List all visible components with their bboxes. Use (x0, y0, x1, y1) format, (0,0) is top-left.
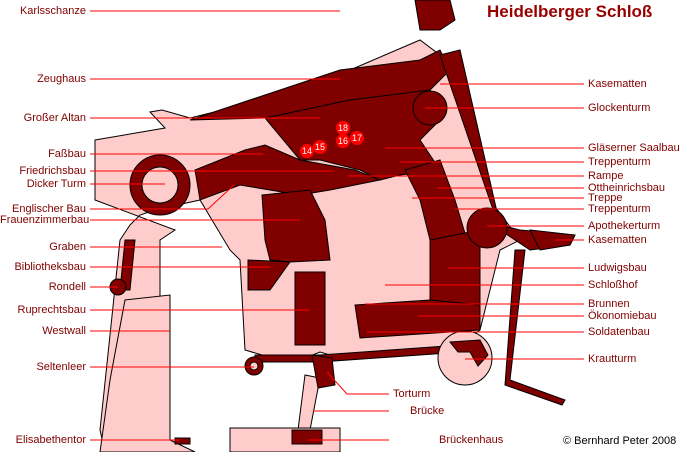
label-gläserner-saalbau: Gläserner Saalbau (588, 142, 679, 154)
diagram-title: Heidelberger Schloß (487, 2, 653, 21)
leader-line (326, 371, 348, 395)
label-brunnen: Brunnen (588, 298, 630, 310)
marker-18 (336, 121, 350, 135)
label-kasematten: Kasematten (588, 234, 647, 246)
label-krautturm: Krautturm (588, 353, 637, 365)
label-elisabethentor: Elisabethentor (15, 434, 86, 446)
marker-14 (300, 144, 314, 158)
brueckenhaus (291, 429, 323, 445)
label-dicker-turm: Dicker Turm (26, 178, 86, 190)
label-westwall: Westwall (42, 325, 86, 337)
label-brücke: Brücke (410, 405, 445, 417)
leader-lines (90, 10, 584, 441)
label-treppe: Treppe (588, 192, 623, 204)
label-ottheinrichsbau: Ottheinrichsbau (588, 182, 666, 194)
label-karlsschanze: Karlsschanze (19, 5, 86, 17)
label-soldatenbau: Soldatenbau (588, 326, 650, 338)
karlsschanze (414, 0, 456, 31)
label-bibliotheksbau: Bibliotheksbau (14, 261, 86, 273)
label-faßbau: Faßbau (48, 148, 86, 160)
east-wall (504, 249, 566, 406)
label-glockenturm: Glockenturm (588, 102, 651, 114)
oekonomiebau (354, 299, 481, 339)
marker-number: 17 (352, 133, 362, 143)
ruprechtsbau (294, 271, 326, 346)
label-schloßhof: Schloßhof (588, 279, 638, 291)
seltenleer-inner (249, 361, 259, 371)
label-zeughaus: Zeughaus (37, 73, 86, 85)
label-englischer-bau: Englischer Bau (12, 203, 86, 215)
label-apothekerturm: Apothekerturm (588, 220, 661, 232)
marker-number: 16 (338, 136, 348, 146)
frauenzimmerbau (261, 189, 331, 263)
leader-line (207, 184, 235, 210)
label-treppenturm: Treppenturm (588, 203, 651, 215)
torturm (311, 354, 336, 389)
label-treppenturm: Treppenturm (588, 156, 651, 168)
marker-number: 14 (302, 146, 312, 156)
label-torturm: Torturm (393, 388, 431, 400)
apothekerturm (466, 207, 508, 249)
label-rondell: Rondell (48, 281, 86, 293)
marker-number: 15 (315, 142, 325, 152)
elisabethentor (174, 437, 191, 445)
marker-17 (350, 131, 364, 145)
fassbau-friedrichsbau (194, 144, 382, 201)
marker-16 (336, 134, 350, 148)
label-brückenhaus: Brückenhaus (439, 434, 504, 446)
label-ruprechtsbau: Ruprechtsbau (17, 304, 87, 316)
kasematten-se (529, 229, 576, 251)
label-großer-altan: Großer Altan (23, 112, 86, 124)
label-graben: Graben (49, 241, 86, 253)
label-rampe: Rampe (588, 170, 624, 182)
dicker-turm-inner (141, 166, 179, 204)
copyright: © Bernhard Peter 2008 (563, 435, 677, 447)
label-kasematten: Kasematten (588, 78, 647, 90)
label-seltenleer: Seltenleer (36, 361, 86, 373)
marker-15 (313, 140, 327, 154)
ground-lower (99, 294, 196, 452)
marker-number: 18 (338, 123, 348, 133)
west-wall (119, 239, 136, 291)
label-friedrichsbau: Friedrichsbau (19, 165, 86, 177)
label-frauenzimmerbau: Frauenzimmerbau (0, 214, 90, 226)
label-ökonomiebau: Ökonomiebau (588, 310, 657, 322)
label-ludwigsbau: Ludwigsbau (588, 262, 647, 274)
